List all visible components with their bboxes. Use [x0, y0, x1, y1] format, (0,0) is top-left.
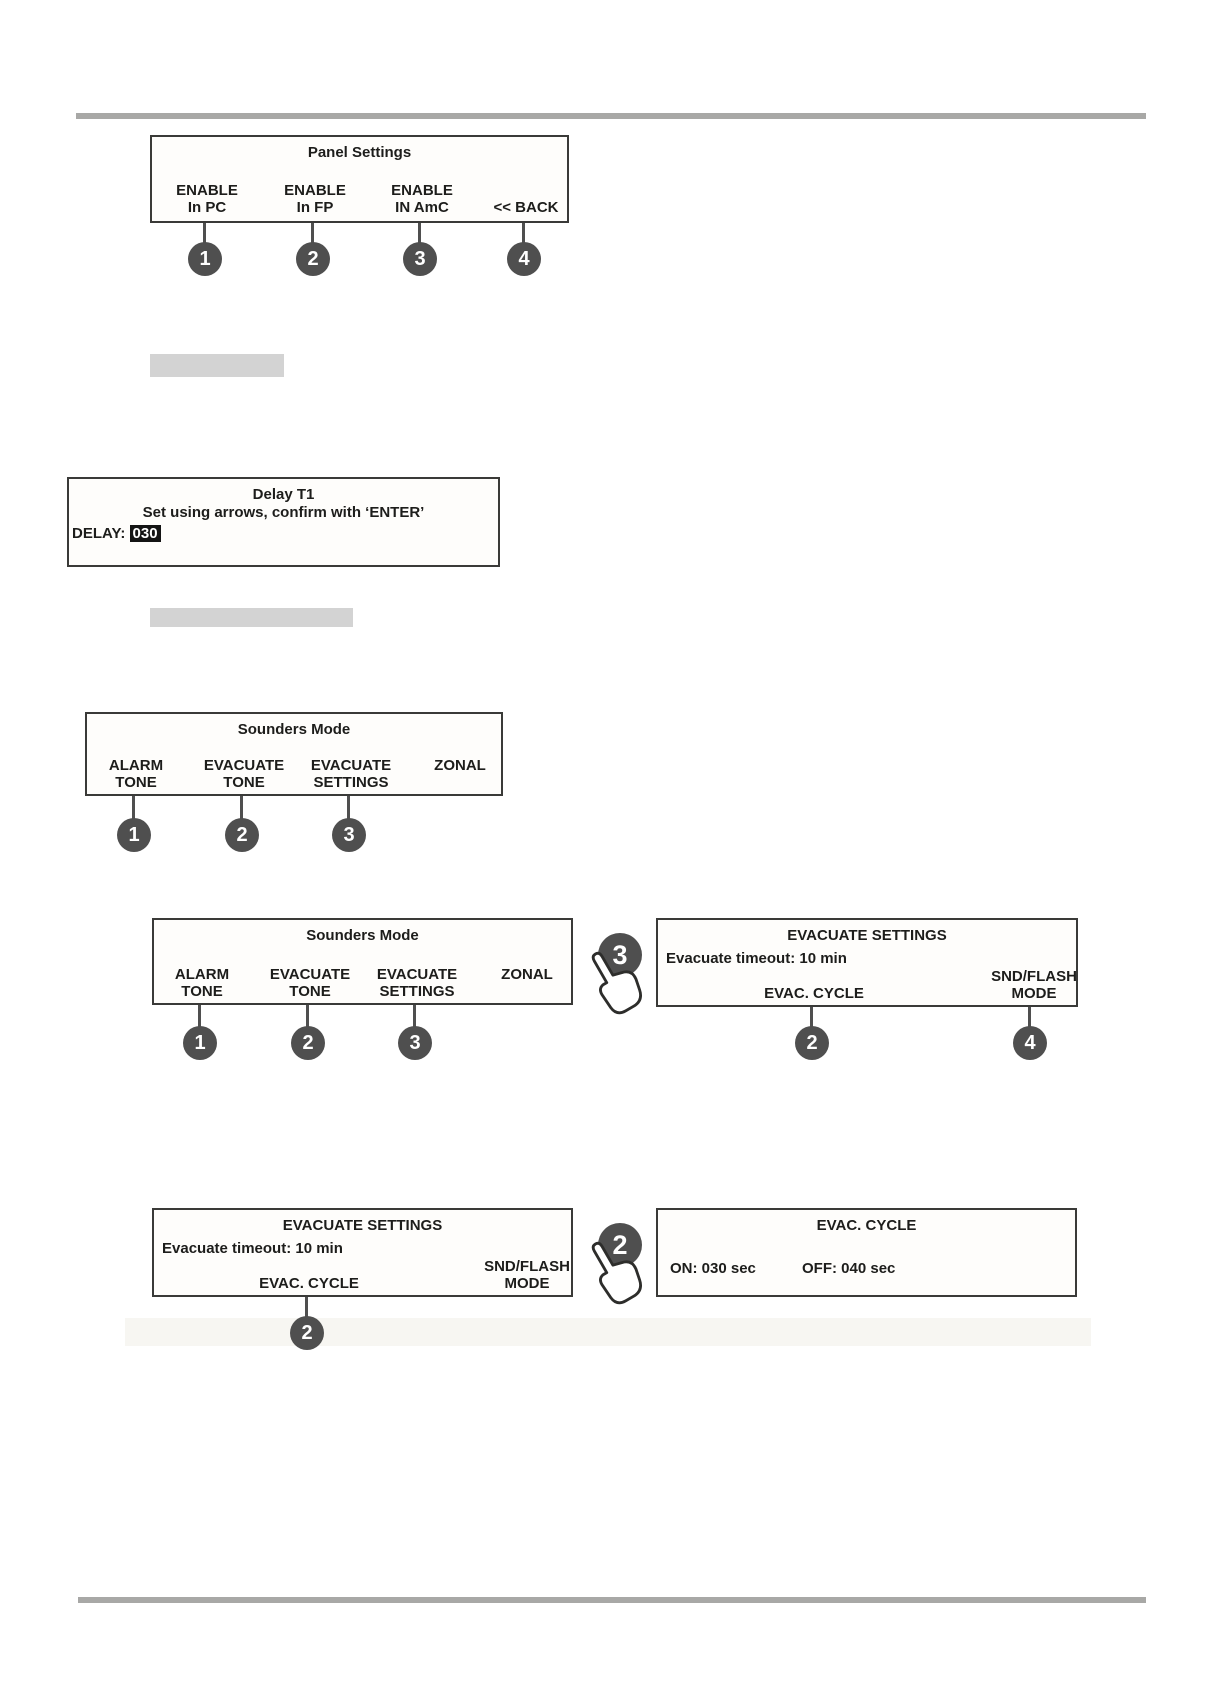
softkey-label-line2: TONE	[181, 983, 223, 1000]
softkey-label-line2: In PC	[187, 199, 227, 216]
sounders-mode-title: Sounders Mode	[237, 721, 351, 738]
pointing-hand-icon	[575, 937, 655, 1024]
pointing-hand-icon	[575, 1227, 655, 1314]
callout-stem	[203, 223, 206, 245]
softkey-label-line1: ENABLE	[284, 182, 346, 199]
softkey-evacuate-tone: EVACUATE TONE	[204, 757, 284, 791]
key-badge-4: 4	[1013, 1026, 1047, 1060]
callout-stem	[305, 1297, 308, 1318]
callout-stem	[132, 796, 135, 820]
key-badge-3: 3	[332, 818, 366, 852]
softkey-enable-in-pc: ENABLE In PC	[176, 182, 238, 216]
key-badge-3: 3	[403, 242, 437, 276]
lcd-screen-panel-settings: Panel Settings ENABLE In PC ENABLE In FP…	[150, 135, 569, 223]
panel-settings-title: Panel Settings	[307, 144, 412, 161]
softkey-label-line1: EVACUATE	[376, 966, 458, 983]
callout-stem	[810, 1007, 813, 1028]
top-divider	[76, 113, 1146, 119]
softkey-label-line2: TONE	[115, 774, 157, 791]
softkey-zonal: ZONAL	[501, 966, 553, 983]
softkey-label-line1: EVACUATE	[269, 966, 351, 983]
softkey-label-line2: IN AmC	[395, 199, 449, 216]
softkey-label-line1: EVACUATE	[310, 757, 392, 774]
key-badge-2: 2	[795, 1026, 829, 1060]
delay-field: DELAY: 030	[72, 525, 161, 542]
callout-stem	[413, 1005, 416, 1028]
softkey-evac-cycle: EVAC. CYCLE	[764, 985, 864, 1002]
callout-stem	[1028, 1007, 1031, 1028]
softkey-evacuate-settings: EVACUATE SETTINGS	[377, 966, 457, 1000]
softkey-enable-in-fp: ENABLE In FP	[284, 182, 346, 216]
redacted-text-bar	[150, 608, 353, 627]
softkey-zonal: ZONAL	[434, 757, 486, 774]
softkey-label-line1: ENABLE	[176, 182, 238, 199]
softkey-label-line1: ALARM	[174, 966, 230, 983]
lcd-screen-evacuate-settings-2: EVACUATE SETTINGS Evacuate timeout: 10 m…	[152, 1208, 573, 1297]
key-badge-3: 3	[398, 1026, 432, 1060]
evacuate-settings-title: EVACUATE SETTINGS	[282, 1217, 443, 1234]
softkey-alarm-tone: ALARM TONE	[109, 757, 163, 791]
lcd-screen-delay-t1: Delay T1 Set using arrows, confirm with …	[67, 477, 500, 567]
softkey-label-line2: TONE	[289, 983, 331, 1000]
evac-cycle-on-value: ON: 030 sec	[670, 1260, 756, 1277]
evacuate-settings-title: EVACUATE SETTINGS	[787, 927, 947, 944]
key-badge-1: 1	[183, 1026, 217, 1060]
key-badge-2: 2	[225, 818, 259, 852]
delay-t1-instruction: Set using arrows, confirm with ‘ENTER’	[142, 504, 425, 521]
softkey-label-line1: SND/FLASH	[484, 1258, 570, 1275]
evac-cycle-off-value: OFF: 040 sec	[802, 1260, 896, 1277]
lcd-screen-evacuate-settings-1: EVACUATE SETTINGS Evacuate timeout: 10 m…	[656, 918, 1078, 1007]
softkey-evacuate-settings: EVACUATE SETTINGS	[311, 757, 391, 791]
softkey-label-line2: TONE	[223, 774, 265, 791]
callout-stem	[198, 1005, 201, 1028]
key-badge-2: 2	[296, 242, 330, 276]
lcd-screen-sounders-mode-2: Sounders Mode ALARM TONE EVACUATE TONE E…	[152, 918, 573, 1005]
bottom-divider	[78, 1597, 1146, 1603]
lcd-screen-sounders-mode-1: Sounders Mode ALARM TONE EVACUATE TONE E…	[85, 712, 503, 796]
scan-artifact-band	[125, 1318, 1091, 1346]
redacted-text-bar	[150, 354, 284, 377]
softkey-evac-cycle: EVAC. CYCLE	[259, 1275, 359, 1292]
key-badge-2: 2	[290, 1316, 324, 1350]
lcd-screen-evac-cycle: EVAC. CYCLE ON: 030 sec OFF: 040 sec	[656, 1208, 1077, 1297]
key-badge-1: 1	[117, 818, 151, 852]
softkey-label-line1: ENABLE	[391, 182, 453, 199]
callout-stem	[522, 223, 525, 245]
softkey-alarm-tone: ALARM TONE	[175, 966, 229, 1000]
softkey-label-line2: MODE	[504, 1275, 550, 1292]
softkey-label-line1: ALARM	[108, 757, 164, 774]
key-badge-1: 1	[188, 242, 222, 276]
key-badge-4: 4	[507, 242, 541, 276]
softkey-label-line2: MODE	[1011, 985, 1057, 1002]
evac-cycle-title: EVAC. CYCLE	[816, 1217, 917, 1234]
softkey-back: << BACK	[493, 199, 559, 216]
softkey-snd-flash-mode: SND/FLASH MODE	[991, 968, 1077, 1002]
evacuate-timeout-status: Evacuate timeout: 10 min	[162, 1240, 343, 1257]
softkey-enable-in-amc: ENABLE IN AmC	[391, 182, 453, 216]
sounders-mode-title: Sounders Mode	[306, 927, 419, 944]
softkey-label-line2: SETTINGS	[379, 983, 455, 1000]
callout-stem	[311, 223, 314, 245]
callout-stem	[347, 796, 350, 820]
callout-stem	[240, 796, 243, 820]
softkey-label-line2: In FP	[296, 199, 334, 216]
delay-field-value: 030	[129, 525, 161, 542]
delay-field-label: DELAY:	[72, 525, 126, 542]
evacuate-timeout-status: Evacuate timeout: 10 min	[666, 950, 847, 967]
delay-t1-title: Delay T1	[252, 486, 315, 503]
softkey-label-line1: SND/FLASH	[991, 968, 1077, 985]
softkey-label-line2: SETTINGS	[313, 774, 389, 791]
softkey-snd-flash-mode: SND/FLASH MODE	[484, 1258, 570, 1292]
key-badge-2: 2	[291, 1026, 325, 1060]
softkey-evacuate-tone: EVACUATE TONE	[270, 966, 350, 1000]
callout-stem	[306, 1005, 309, 1028]
softkey-label-line1: EVACUATE	[203, 757, 285, 774]
callout-stem	[418, 223, 421, 245]
